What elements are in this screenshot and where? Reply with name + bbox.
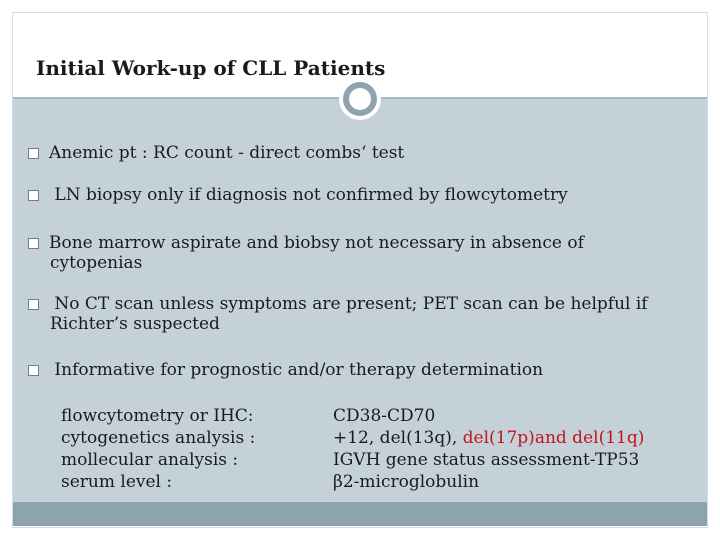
row-value: CD38-CD70 bbox=[333, 406, 436, 426]
row-label: serum level : bbox=[61, 472, 173, 492]
row-label: flowcytometry or IHC: bbox=[61, 406, 254, 426]
bullet-item: No CT scan unless symptoms are present; … bbox=[28, 294, 668, 334]
row-value: IGVH gene status assessment-TP53 bbox=[333, 450, 640, 470]
row-label: mollecular analysis : bbox=[61, 450, 239, 470]
checkbox-bullet-icon bbox=[28, 238, 39, 249]
checkbox-bullet-icon bbox=[28, 148, 39, 159]
row-value-highlight: del(17p)and del(11q) bbox=[462, 428, 645, 448]
bullet-item: Bone marrow aspirate and biobsy not nece… bbox=[28, 233, 668, 273]
row-value-part: +12, del(13q), bbox=[333, 428, 463, 448]
bullet-item: LN biopsy only if diagnosis not confirme… bbox=[28, 185, 668, 205]
bullet-item: Anemic pt : RC count - direct combs‘ tes… bbox=[28, 143, 668, 163]
row-value: β2-microglobulin bbox=[333, 472, 480, 492]
bullet-text: LN biopsy only if diagnosis not confirme… bbox=[49, 185, 568, 205]
ring-inner bbox=[343, 82, 377, 116]
checkbox-bullet-icon bbox=[28, 365, 39, 376]
row-label: cytogenetics analysis : bbox=[61, 428, 256, 448]
slide-title: Initial Work-up of CLL Patients bbox=[36, 56, 386, 80]
ring-ornament-icon bbox=[339, 78, 381, 120]
bullet-text-line2: Richter’s suspected bbox=[50, 314, 220, 334]
checkbox-bullet-icon bbox=[28, 190, 39, 201]
bullet-item: Informative for prognostic and/or therap… bbox=[28, 360, 668, 380]
bullet-text-line1: No CT scan unless symptoms are present; … bbox=[49, 294, 648, 314]
checkbox-bullet-icon bbox=[28, 299, 39, 310]
row-value: +12, del(13q), del(17p)and del(11q) bbox=[333, 427, 644, 449]
bullet-text: Anemic pt : RC count - direct combs‘ tes… bbox=[49, 143, 405, 163]
bullet-text-line2: cytopenias bbox=[50, 253, 143, 273]
bullet-text: Informative for prognostic and/or therap… bbox=[49, 360, 544, 380]
footer-bar bbox=[13, 502, 707, 526]
bullet-text-line1: Bone marrow aspirate and biobsy not nece… bbox=[49, 233, 584, 253]
content-area bbox=[13, 98, 707, 502]
